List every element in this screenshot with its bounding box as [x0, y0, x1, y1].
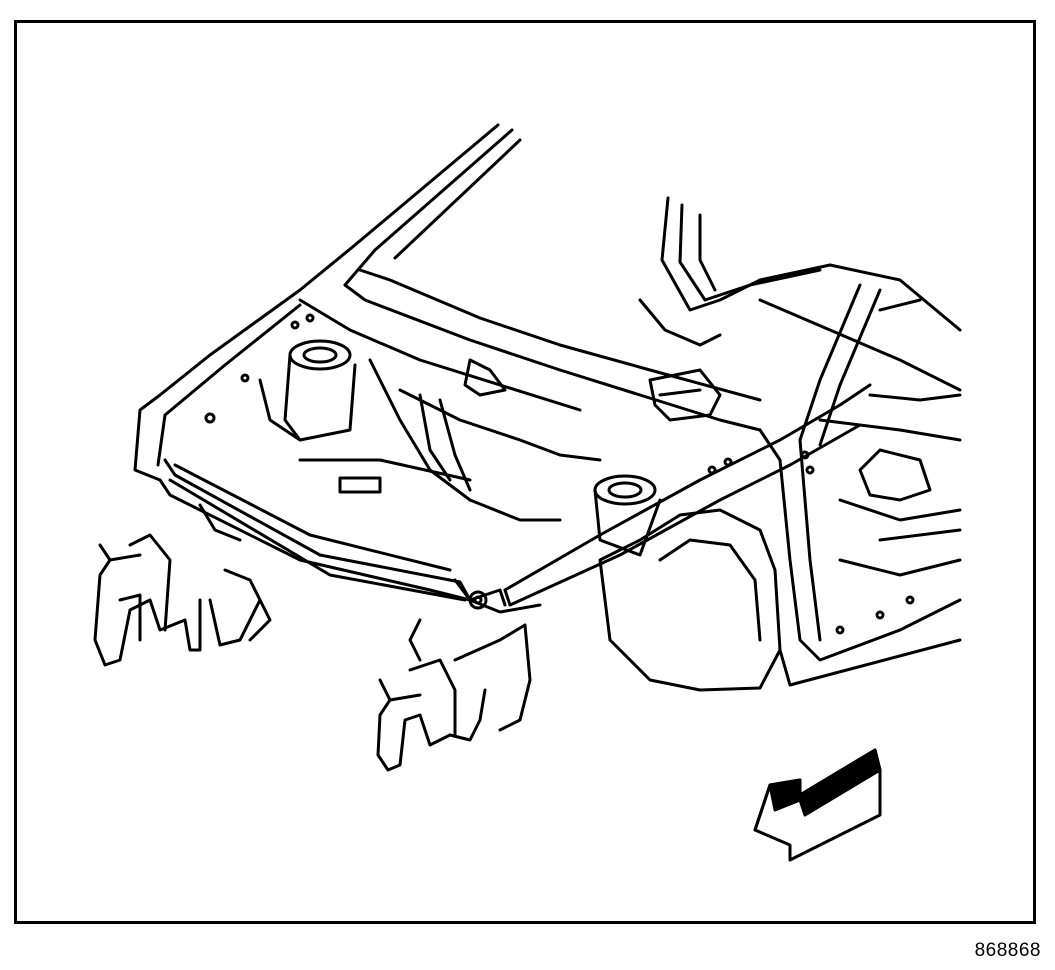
front-cross-member	[163, 458, 542, 614]
right-body-side	[758, 428, 962, 687]
left-strut-tower	[258, 339, 357, 442]
direction-arrow	[753, 748, 882, 862]
transmission-tunnel-mount	[648, 368, 722, 422]
left-a-pillar	[298, 123, 522, 292]
cowl-panel	[298, 268, 762, 432]
left-bumper-bracket	[93, 533, 272, 667]
right-bumper-bracket	[376, 618, 532, 772]
figure-id-label: 868868	[974, 940, 1041, 961]
right-a-pillar	[638, 196, 832, 347]
floor-pan	[758, 263, 962, 577]
right-wheel-well	[598, 508, 782, 692]
figure-frame	[14, 20, 1036, 924]
right-strut-tower	[593, 474, 662, 557]
firewall	[298, 358, 602, 522]
left-fender-apron	[133, 288, 472, 602]
right-upper-rail	[503, 283, 882, 607]
